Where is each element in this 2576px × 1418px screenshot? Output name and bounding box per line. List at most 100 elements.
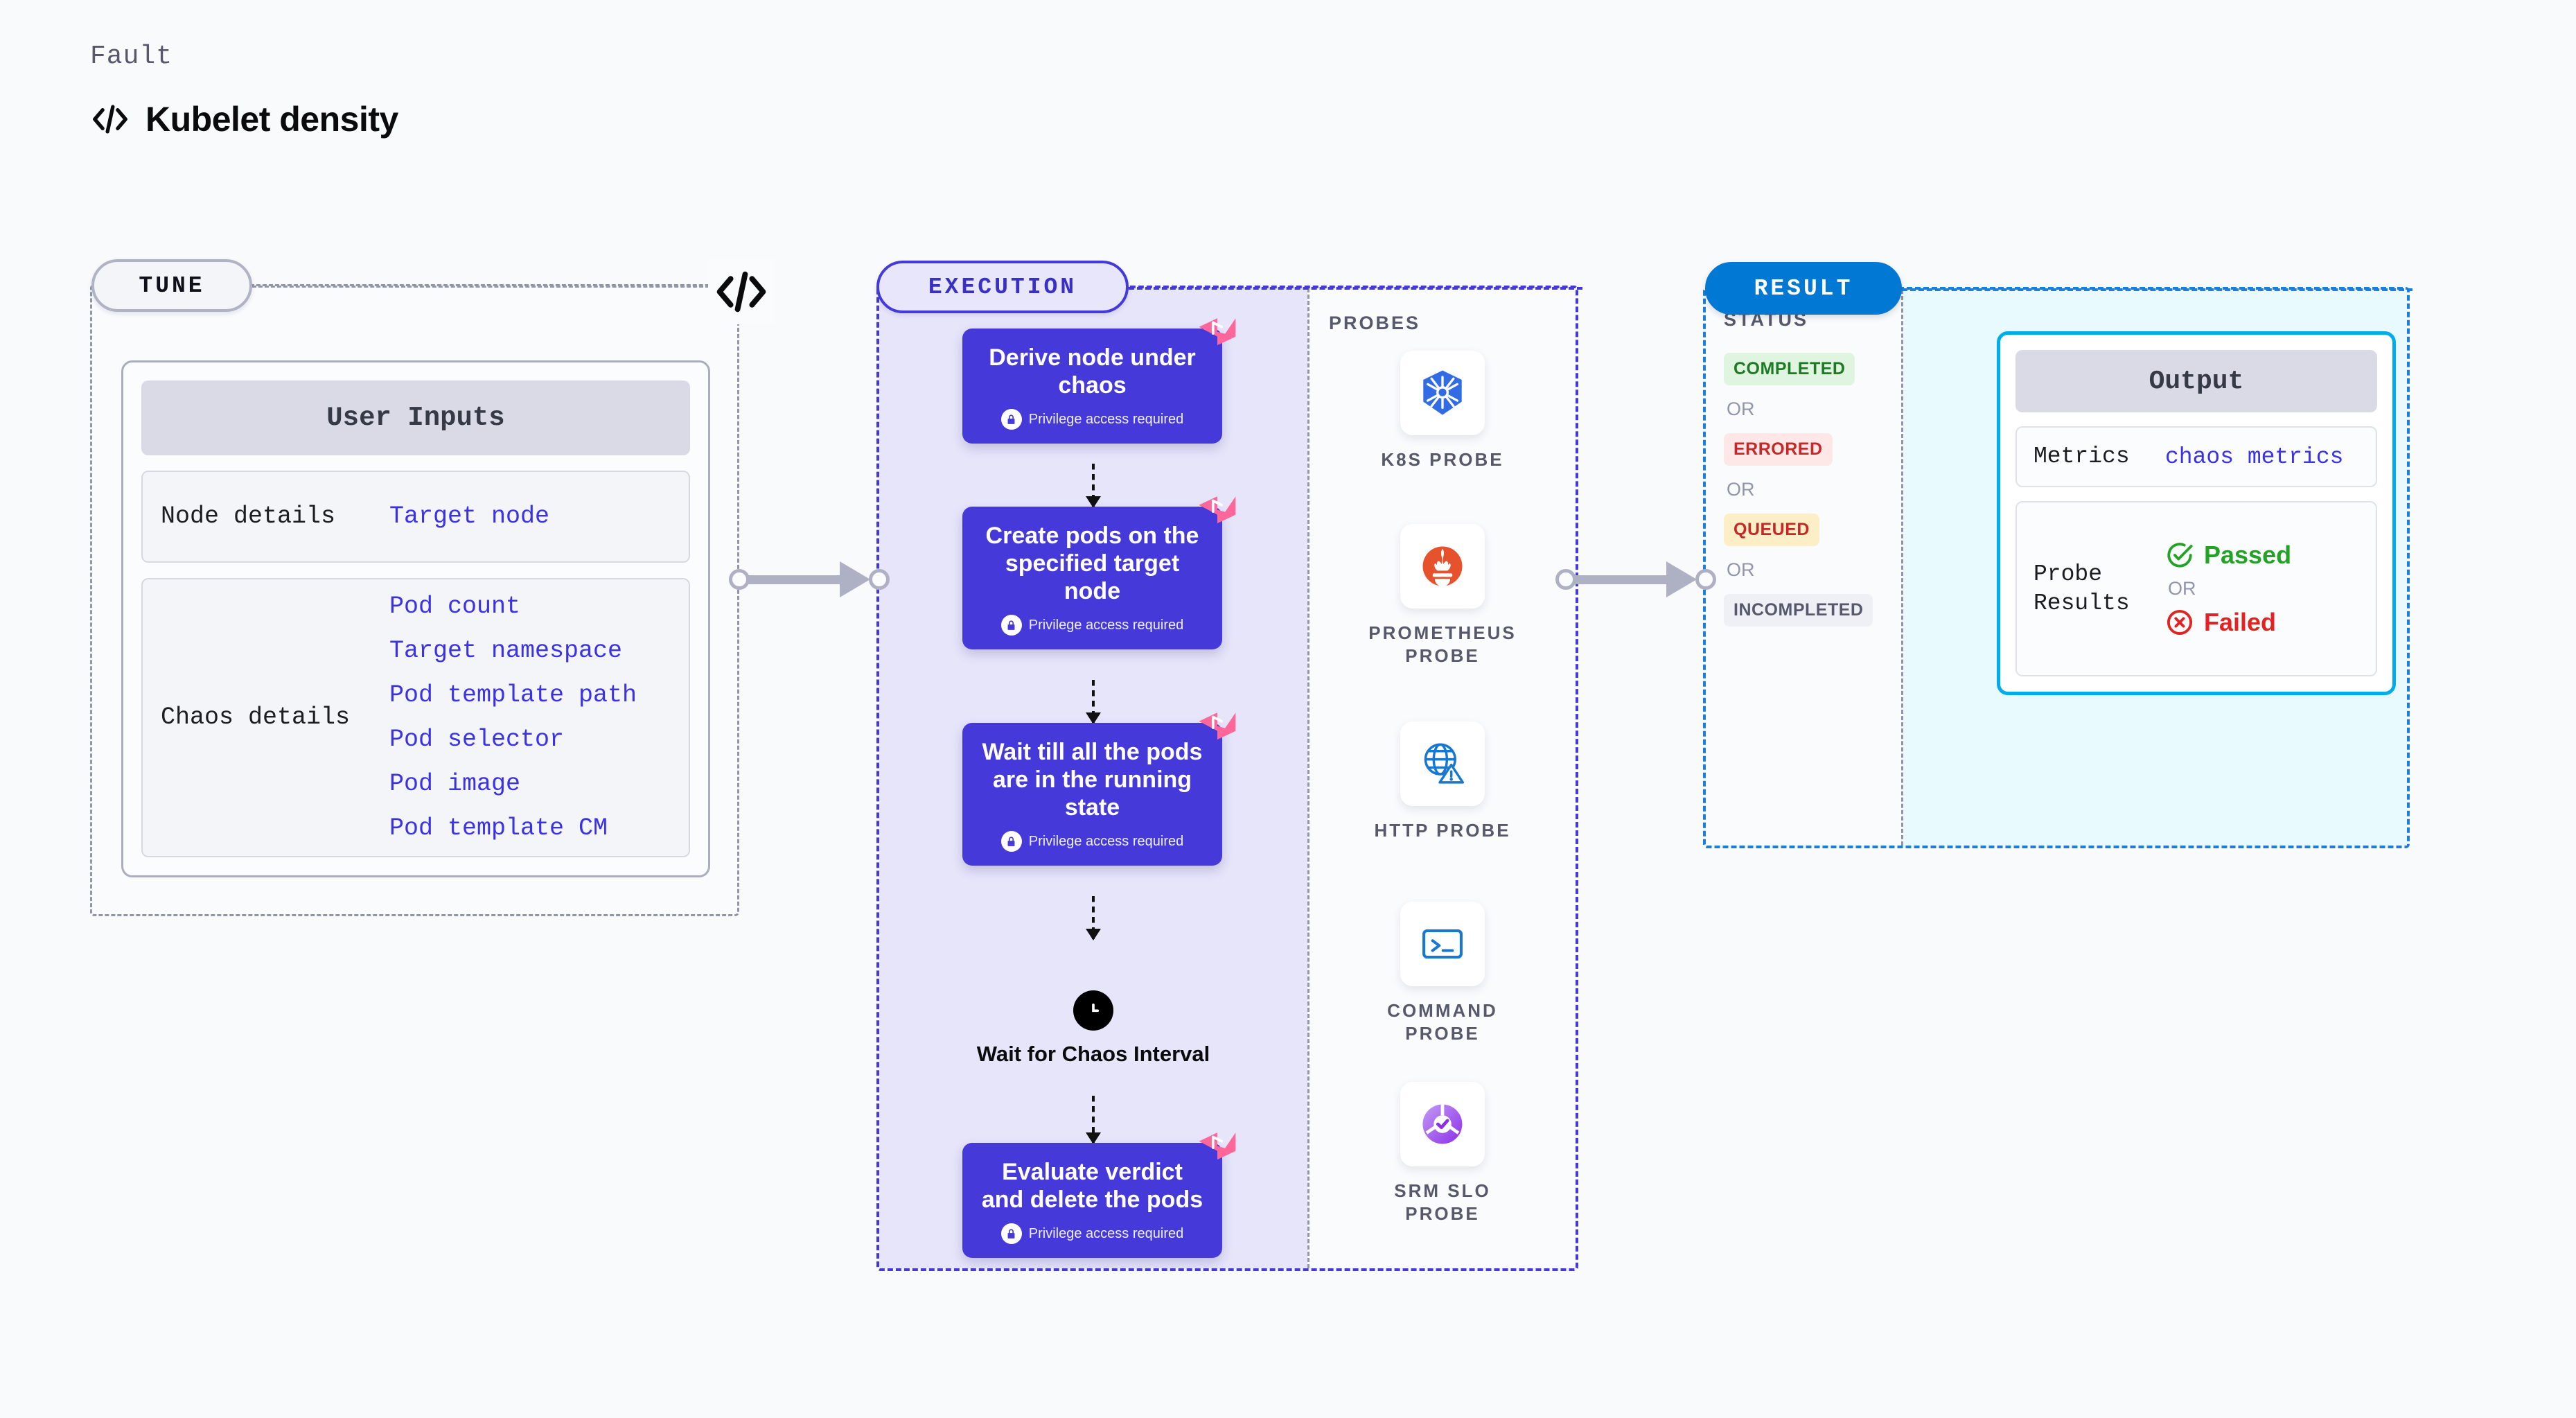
metrics-value[interactable]: chaos metrics (2165, 444, 2344, 470)
privilege-text: Privilege access required (1028, 617, 1184, 633)
input-pod-image[interactable]: Pod image (389, 770, 521, 798)
input-target-node[interactable]: Target node (389, 502, 550, 531)
lock-icon (1000, 409, 1022, 430)
probe-tile (1400, 524, 1485, 609)
status-badge-errored: ERRORED (1724, 433, 1833, 466)
tune-lead-line (252, 286, 709, 288)
input-pod-template-cm[interactable]: Pod template CM (389, 814, 608, 842)
group-values-chaos-details: Pod count Target namespace Pod template … (389, 595, 637, 841)
input-target-namespace[interactable]: Target namespace (389, 637, 623, 665)
input-pod-selector[interactable]: Pod selector (389, 726, 565, 753)
probe-results-label: Probe Results (2034, 561, 2130, 616)
connector-endpoint-left (1555, 569, 1576, 590)
status-or-3: OR (1727, 559, 1755, 580)
arrow-head-icon (1086, 1132, 1101, 1144)
arrow-head-icon (1666, 561, 1697, 597)
code-brackets-icon (716, 271, 766, 312)
probe-label: HTTP PROBE (1374, 820, 1511, 841)
chaos-flag-icon (1199, 318, 1236, 346)
input-pod-count[interactable]: Pod count (389, 593, 521, 620)
result-pill[interactable]: RESULT (1705, 262, 1902, 315)
probes-column: PROBES (1307, 288, 1576, 1268)
group-values-node-details: Target node (389, 505, 549, 529)
clock-icon (1092, 1003, 1100, 1013)
verdict-passed-label: Passed (2204, 541, 2292, 569)
probe-label: SRM SLO PROBE (1394, 1180, 1491, 1224)
user-inputs-title: User Inputs (141, 380, 690, 456)
arrow-head-icon (1086, 929, 1101, 940)
chaos-flag-icon (1199, 496, 1236, 524)
lock-icon (1000, 831, 1022, 852)
status-list: COMPLETED OR ERRORED OR QUEUED OR INCOMP… (1724, 353, 1883, 627)
probe-tile (1400, 351, 1485, 435)
status-badge-completed: COMPLETED (1724, 353, 1855, 385)
metrics-row: Metrics chaos metrics (2015, 426, 2377, 487)
probe-http[interactable]: HTTP PROBE (1309, 721, 1576, 842)
verdict-or: OR (2168, 578, 2196, 599)
connector-execution-to-result (1555, 561, 1716, 597)
fault-kicker: Fault (90, 42, 173, 71)
probe-tile (1400, 721, 1485, 806)
chaos-details-group: Chaos details Pod count Target namespace… (141, 578, 690, 857)
probe-command[interactable]: COMMAND PROBE (1309, 902, 1576, 1044)
connector-endpoint-right (869, 569, 890, 590)
dashed-line (1092, 896, 1095, 939)
tune-pill[interactable]: TUNE (91, 259, 252, 312)
user-inputs-card: User Inputs Node details Target node Cha… (121, 360, 710, 877)
dashed-line (1092, 1096, 1095, 1143)
step-title: Evaluate verdict and delete the pods (981, 1159, 1203, 1214)
connector-endpoint-left (729, 569, 750, 590)
execution-steps-column: Derive node under chaos Privilege access… (879, 288, 1307, 1268)
wait-for-chaos-interval-node[interactable] (1073, 990, 1113, 1031)
step-card-evaluate-verdict[interactable]: Evaluate verdict and delete the pods Pri… (962, 1132, 1236, 1259)
status-column: STATUS COMPLETED OR ERRORED OR QUEUED OR… (1706, 290, 1903, 846)
step-title: Wait till all the pods are in the runnin… (982, 739, 1203, 821)
step-title: Derive node under chaos (989, 344, 1196, 399)
privilege-note: Privilege access required (1000, 409, 1184, 430)
status-or-2: OR (1727, 479, 1755, 500)
tune-code-icon-badge (708, 259, 774, 324)
x-circle-icon (2167, 609, 2193, 636)
check-circle-icon (2167, 543, 2193, 568)
step-connector-3 (1086, 896, 1101, 940)
verdict-failed-label: Failed (2204, 608, 2277, 636)
probe-tile (1400, 1082, 1485, 1166)
step-connector-1 (1086, 464, 1101, 508)
step-card-derive-node[interactable]: Derive node under chaos Privilege access… (962, 318, 1236, 444)
chaos-flag-icon (1199, 1132, 1236, 1160)
arrow-head-icon (1086, 712, 1101, 724)
privilege-note: Privilege access required (1000, 1223, 1184, 1245)
probes-title: PROBES (1329, 313, 1421, 333)
globe-warning-icon (1424, 743, 1465, 784)
verdict-failed: Failed (2165, 608, 2291, 637)
execution-pill[interactable]: EXECUTION (876, 261, 1129, 313)
arrow-head-icon (1086, 496, 1101, 508)
code-brackets-icon (93, 105, 127, 134)
title-row: Kubelet density (90, 99, 398, 139)
step-card-wait-running[interactable]: Wait till all the pods are in the runnin… (962, 712, 1236, 866)
privilege-text: Privilege access required (1028, 1225, 1184, 1241)
output-title: Output (2015, 350, 2377, 412)
dashed-line (1092, 464, 1095, 507)
probe-tile (1400, 902, 1485, 986)
prometheus-icon (1422, 546, 1463, 587)
probe-label: K8S PROBE (1381, 449, 1504, 470)
probe-prometheus[interactable]: PROMETHEUS PROBE (1309, 524, 1576, 667)
verdict-passed: Passed (2165, 541, 2291, 570)
privilege-text: Privilege access required (1028, 411, 1184, 427)
probe-k8s[interactable]: K8S PROBE (1309, 351, 1576, 471)
metrics-label: Metrics (2034, 444, 2130, 470)
output-region: Output Metrics chaos metrics Probe Resul… (1903, 290, 2407, 846)
privilege-note: Privilege access required (1000, 615, 1184, 636)
terminal-icon (1422, 929, 1463, 959)
wait-node-label: Wait for Chaos Interval (976, 1042, 1210, 1066)
input-pod-template-path[interactable]: Pod template path (389, 681, 637, 709)
probe-results-row: Probe Results Passed OR (2015, 501, 2377, 676)
result-lead-line (1902, 288, 2412, 291)
page-header: Fault Kubelet density (90, 42, 398, 139)
page-title: Kubelet density (145, 100, 398, 139)
step-card-create-pods[interactable]: Create pods on the specified target node… (962, 496, 1236, 650)
probe-srm-slo[interactable]: SRM SLO PROBE (1309, 1082, 1576, 1225)
kubernetes-icon (1423, 370, 1462, 415)
group-label-chaos-details: Chaos details (161, 703, 351, 731)
